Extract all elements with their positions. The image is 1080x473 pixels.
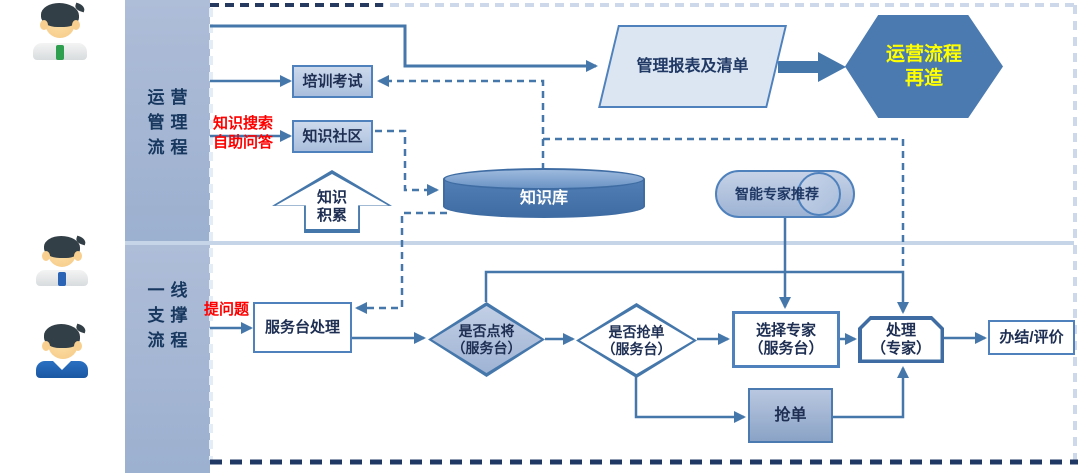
close-evaluate-box bbox=[988, 320, 1075, 355]
lane-frontline-line: 支撑 bbox=[147, 306, 194, 325]
knowledge-community-label: 知识社区 bbox=[292, 120, 373, 153]
avatar-ear bbox=[40, 20, 48, 30]
knowledge-accumulation-line: 积累 bbox=[316, 207, 347, 224]
avatar-ear bbox=[42, 341, 50, 351]
knowledge-base-label: 知识库 bbox=[443, 186, 645, 212]
lane-operations-line: 运营 bbox=[147, 88, 194, 107]
knowledge-community-box bbox=[292, 120, 373, 153]
grab-order-box bbox=[748, 388, 833, 443]
connector-grabdecision-to-graborder bbox=[634, 377, 746, 423]
lane-frontline-band bbox=[125, 245, 210, 473]
lane-frontline-line: 流程 bbox=[147, 331, 194, 350]
lane-operations-line: 管理 bbox=[147, 113, 194, 132]
connector-graborder-to-handling bbox=[833, 366, 909, 419]
lane-operations-band bbox=[125, 0, 210, 241]
expert-handling-label: 处理 （专家） bbox=[858, 316, 944, 363]
knowledge-accumulation-label: 知识 积累 bbox=[302, 184, 362, 230]
operations-manager-avatar bbox=[33, 2, 87, 60]
avatar-ear bbox=[72, 20, 80, 30]
avatar-green-tie bbox=[56, 45, 64, 60]
expert-handling-line: （专家） bbox=[870, 339, 931, 357]
avatar-ear bbox=[42, 251, 50, 261]
chamfer-fill bbox=[862, 320, 941, 360]
knowledge-base-text: 知识库 bbox=[519, 190, 568, 207]
choose-expert-label: 选择专家 （服务台） bbox=[732, 311, 840, 368]
management-report-label: 管理报表及清单 bbox=[598, 25, 787, 108]
decision-designate-line: （服务台） bbox=[451, 339, 522, 356]
close-evaluate-label: 办结/评价 bbox=[988, 320, 1075, 355]
process-reengineering-line: 运营流程 bbox=[885, 43, 962, 65]
decision-grab-line: 是否抢单 bbox=[608, 323, 665, 340]
smart-expert-recommendation-text: 智能专家推荐 bbox=[735, 186, 819, 202]
smart-expert-recommendation-label: 智能专家推荐 bbox=[722, 170, 832, 218]
decision-designate-line: 是否点将 bbox=[458, 322, 515, 339]
process-reengineering-hexagon bbox=[845, 15, 1003, 118]
process-reengineering-label: 运营流程 再造 bbox=[845, 15, 1003, 118]
decision-designate-label: 是否点将 （服务台） bbox=[428, 302, 545, 377]
expert-handling-line: 处理 bbox=[885, 321, 916, 339]
expert-avatar bbox=[36, 323, 88, 378]
management-report-text: 管理报表及清单 bbox=[636, 57, 749, 75]
connector-knowledgebase-to-trainingexam-dashed bbox=[377, 75, 545, 170]
knowledge-search-line: 自助问答 bbox=[213, 134, 274, 151]
process-reengineering-line: 再造 bbox=[904, 67, 943, 89]
ask-question-annotation: 提问题 bbox=[204, 300, 249, 319]
block-arrow-report-to-reengineering bbox=[778, 52, 846, 82]
choose-expert-line: （服务台） bbox=[748, 339, 824, 357]
connector-lane-to-report bbox=[210, 24, 598, 72]
decision-grab-diamond bbox=[576, 303, 697, 378]
decision-designate-diamond bbox=[428, 302, 545, 377]
avatar-hair bbox=[44, 236, 80, 258]
service-desk-handling-box bbox=[253, 302, 352, 353]
knowledge-search-line: 知识搜索 bbox=[213, 115, 274, 132]
decision-grab-label: 是否抢单 （服务台） bbox=[576, 303, 697, 378]
decision-grab-line: （服务台） bbox=[601, 340, 672, 357]
knowledge-community-text: 知识社区 bbox=[302, 127, 363, 145]
knowledge-accumulation-line: 知识 bbox=[316, 189, 347, 206]
close-evaluate-text: 办结/评价 bbox=[999, 328, 1064, 346]
choose-expert-box bbox=[732, 311, 840, 368]
lane-frontline-line: 一线 bbox=[147, 281, 194, 300]
service-desk-handling-text: 服务台处理 bbox=[264, 318, 340, 336]
knowledge-search-annotation: 知识搜索 自助问答 bbox=[213, 114, 273, 152]
lane-operations-label: 运营 管理 流程 bbox=[125, 40, 210, 205]
training-exam-label: 培训考试 bbox=[292, 65, 373, 98]
avatar-blue-tie bbox=[58, 272, 66, 286]
service-desk-agent-avatar bbox=[36, 235, 88, 286]
choose-expert-line: 选择专家 bbox=[755, 321, 816, 339]
service-desk-handling-label: 服务台处理 bbox=[253, 302, 352, 353]
grab-order-text: 抢单 bbox=[774, 406, 807, 424]
grab-order-label: 抢单 bbox=[748, 388, 833, 443]
avatar-ear bbox=[74, 341, 82, 351]
training-exam-text: 培训考试 bbox=[302, 72, 363, 90]
avatar-ear bbox=[74, 251, 82, 261]
lane-frontline-label: 一线 支撑 流程 bbox=[125, 248, 210, 383]
avatar-collar bbox=[53, 361, 71, 370]
expert-handling-box bbox=[858, 316, 944, 363]
ask-question-text: 提问题 bbox=[204, 301, 250, 318]
lane-operations-line: 流程 bbox=[147, 138, 194, 157]
